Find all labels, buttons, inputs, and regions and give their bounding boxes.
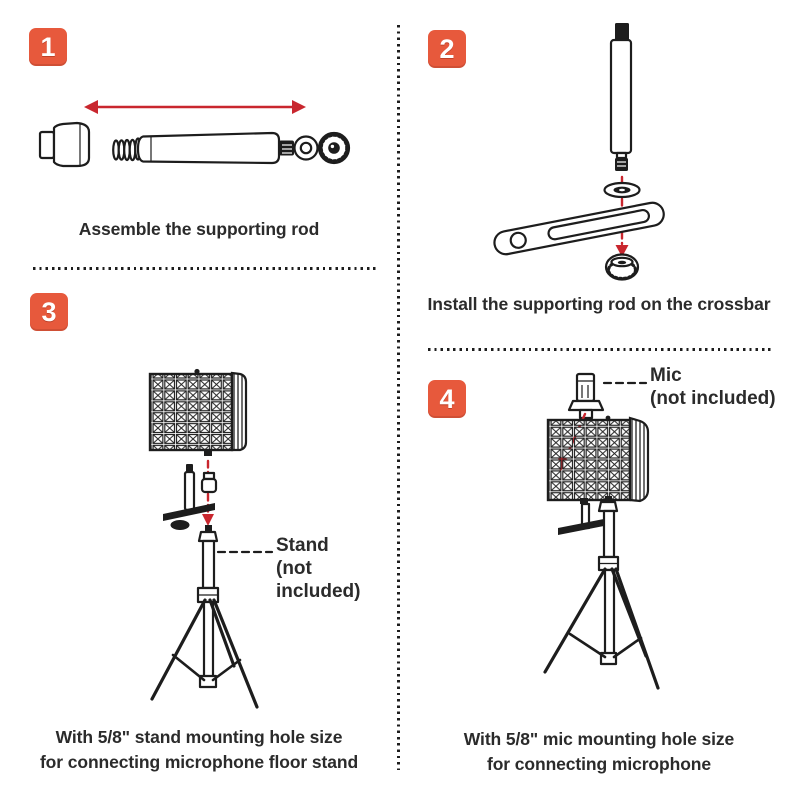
stand-label: Stand (not included) <box>276 534 398 603</box>
rod-crossbar-assembly <box>163 464 215 530</box>
thumb-nut <box>317 131 351 165</box>
step-4-panel: 4 <box>398 350 800 800</box>
step-3-panel: 3 <box>0 270 398 800</box>
stand-mount-illustration <box>148 368 274 709</box>
stand-label-line1: Stand <box>276 535 329 556</box>
crossbar-install-illustration <box>493 23 665 281</box>
step-4-caption-line2: for connecting microphone <box>486 754 712 774</box>
mic-label-line2: (not included) <box>650 388 776 409</box>
step-4-caption-line1: With 5/8" mic mounting hole size <box>463 729 735 749</box>
threaded-rod <box>112 131 294 165</box>
divider-horizontal-left <box>33 267 378 270</box>
length-arrow-icon <box>84 100 306 114</box>
isolation-shield <box>148 368 248 456</box>
rod-crossbar-assembly <box>558 502 614 535</box>
crossbar <box>493 201 665 256</box>
stand-label-line2: (not included) <box>276 558 361 602</box>
step-1-badge: 1 <box>29 28 67 66</box>
mic-stand-tripod <box>150 525 259 709</box>
mount-arrow-icon <box>202 459 214 526</box>
step-3-caption-line1: With 5/8" stand mounting hole size <box>55 727 343 747</box>
supporting-rod-parts-illustration <box>38 100 351 168</box>
mic-label-line1: Mic <box>650 365 682 386</box>
step-4-badge: 4 <box>428 380 466 418</box>
isolation-shield <box>546 415 650 504</box>
divider-horizontal-right <box>428 348 772 351</box>
step-2-caption: Install the supporting rod on the crossb… <box>427 294 771 314</box>
washer <box>293 135 319 161</box>
mic-stand-tripod <box>543 496 660 690</box>
mic-label: Mic (not included) <box>650 364 776 410</box>
microphone <box>567 372 605 420</box>
step-3-badge: 3 <box>30 293 68 331</box>
step-1-caption: Assemble the supporting rod <box>78 219 320 239</box>
rod-adapter <box>38 121 91 168</box>
supporting-rod <box>609 23 633 171</box>
divider-vertical <box>397 25 400 770</box>
washer <box>603 181 641 199</box>
step-3-caption: With 5/8" stand mounting hole size for c… <box>0 725 398 775</box>
step-3-caption-line2: for connecting microphone floor stand <box>39 752 359 772</box>
mic-mount-illustration <box>543 372 660 690</box>
step-2-badge: 2 <box>428 30 466 68</box>
knurled-nut <box>604 253 640 281</box>
step-2-panel: 2 <box>398 0 800 348</box>
rod-adapter <box>200 471 218 494</box>
step-1-panel: 1 <box>0 0 398 267</box>
step-4-caption: With 5/8" mic mounting hole size for con… <box>398 727 800 777</box>
